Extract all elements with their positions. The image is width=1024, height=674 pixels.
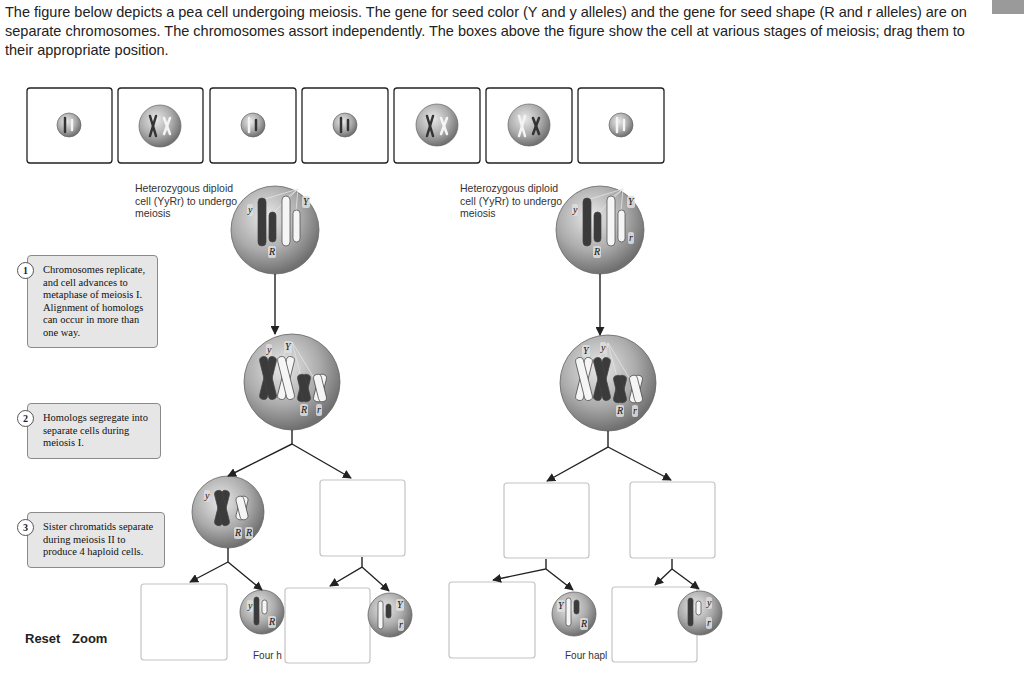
allele-label: r bbox=[316, 404, 322, 416]
reset-button: Reset bbox=[25, 631, 60, 646]
allele-label: R bbox=[300, 404, 308, 416]
allele-label: Y bbox=[396, 599, 404, 611]
cell-node: Heterozygous diploid cell (YyRr) to unde… bbox=[556, 186, 644, 274]
cell-node: yRR bbox=[192, 476, 264, 548]
allele-label: R bbox=[234, 527, 242, 539]
zoom-button: Zoom bbox=[72, 631, 107, 646]
arrow-connector bbox=[599, 274, 600, 335]
arrow-connector bbox=[228, 430, 292, 476]
allele-label: R bbox=[616, 405, 624, 417]
mini-cells bbox=[57, 104, 633, 147]
allele-label: r bbox=[706, 617, 712, 629]
step-box: 3Sister chromatids separate during meios… bbox=[27, 512, 165, 568]
allele-label: y bbox=[204, 490, 210, 502]
allele-label: Y bbox=[302, 196, 310, 208]
step-description: Sister chromatids separate during meiosi… bbox=[43, 521, 159, 559]
callout-number: 2 bbox=[17, 410, 34, 427]
allele-label: R bbox=[245, 527, 253, 539]
cell-node: yr bbox=[678, 591, 722, 635]
chromosomes bbox=[214, 196, 701, 629]
allele-label: y bbox=[572, 204, 578, 216]
allele-label: y bbox=[706, 597, 712, 609]
allele-label: Y bbox=[582, 345, 590, 357]
allele-label: Y bbox=[557, 600, 565, 612]
allele-label: y bbox=[600, 342, 606, 354]
draggable-boxes bbox=[27, 88, 664, 163]
branch-arrows bbox=[190, 431, 699, 591]
allele-label: r bbox=[398, 619, 404, 631]
cell-heading: Heterozygous diploid cell (YyRr) to unde… bbox=[460, 182, 564, 220]
allele-label: y bbox=[247, 204, 253, 216]
caption-fragment: Four hapl bbox=[565, 650, 607, 661]
step-box: 2Homologs segregate into separate cells … bbox=[27, 403, 161, 459]
allele-label: r bbox=[628, 232, 634, 244]
allele-label: r bbox=[632, 405, 638, 417]
allele-label: y bbox=[266, 344, 272, 356]
allele-label: Y bbox=[627, 196, 635, 208]
cell-heading: Heterozygous diploid cell (YyRr) to unde… bbox=[135, 182, 239, 220]
caption-fragment: Four h bbox=[253, 650, 282, 661]
allele-label: R bbox=[268, 616, 276, 628]
allele-label: R bbox=[593, 246, 601, 258]
step-description: Chromosomes replicate, and cell advances… bbox=[43, 264, 152, 339]
step-description: Homologs segregate into separate cells d… bbox=[43, 412, 155, 450]
cell-node: YyRr bbox=[560, 335, 656, 431]
instructions-heading: The figure below depicts a pea cell unde… bbox=[5, 3, 990, 60]
arrow-connector bbox=[228, 548, 262, 590]
cell-bodies bbox=[192, 186, 722, 637]
step-box: 1Chromosomes replicate, and cell advance… bbox=[27, 255, 158, 348]
allele-label: R bbox=[268, 246, 276, 258]
allele-label: R bbox=[580, 618, 588, 630]
cell-node: yR bbox=[240, 590, 284, 634]
mini-chromosomes bbox=[65, 116, 624, 136]
cell-node: yY Rr bbox=[244, 334, 340, 430]
cell-node: Yr bbox=[368, 593, 412, 637]
cell-node: Heterozygous diploid cell (YyRr) to unde… bbox=[231, 186, 319, 274]
callout-number: 1 bbox=[17, 262, 34, 279]
callout-number: 3 bbox=[17, 519, 34, 536]
allele-label: Y bbox=[284, 341, 292, 353]
cell-node: YR bbox=[552, 592, 596, 636]
allele-label: y bbox=[247, 600, 253, 612]
arrow-connector bbox=[274, 274, 275, 334]
scroll-tab bbox=[992, 0, 1024, 14]
